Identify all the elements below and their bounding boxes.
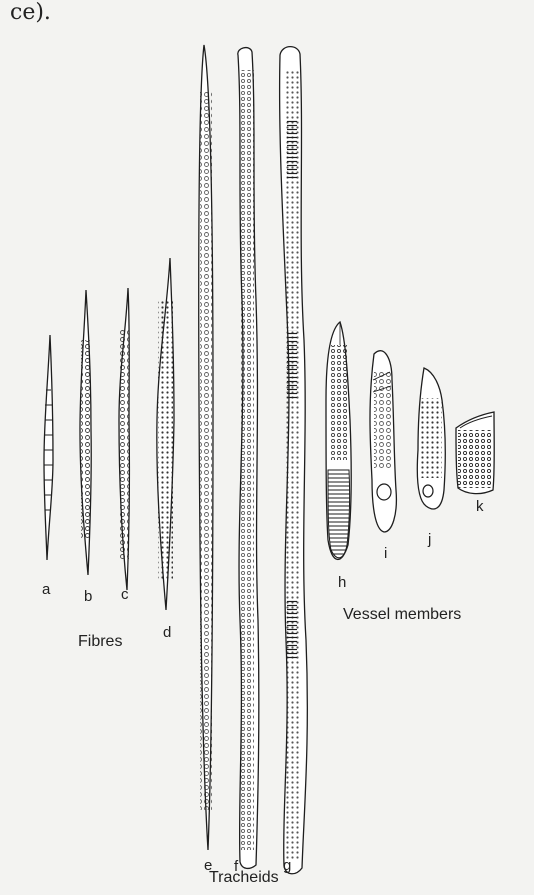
fibre-c: [119, 288, 129, 590]
label-b: b: [84, 589, 92, 604]
label-i: i: [384, 546, 387, 561]
fibre-d: [157, 258, 174, 610]
group-label-fibres: Fibres: [78, 634, 122, 650]
vessel-j: [417, 368, 445, 509]
tracheid-g: [280, 47, 308, 874]
label-h: h: [338, 575, 346, 590]
label-g: g: [283, 858, 291, 873]
label-c: c: [121, 587, 129, 602]
tracheid-f: [238, 48, 259, 869]
label-k: k: [476, 499, 484, 514]
tracheid-e: [199, 45, 213, 850]
label-d: d: [163, 625, 171, 640]
fibre-a: [44, 335, 53, 560]
label-a: a: [42, 582, 50, 597]
vessel-h: [326, 322, 351, 559]
vessel-k: [456, 412, 494, 494]
fibre-b: [80, 290, 91, 575]
group-label-tracheids: Tracheids: [209, 870, 279, 886]
group-label-vessel-members: Vessel members: [343, 607, 461, 623]
label-j: j: [428, 532, 431, 547]
vessel-i: [370, 351, 396, 532]
